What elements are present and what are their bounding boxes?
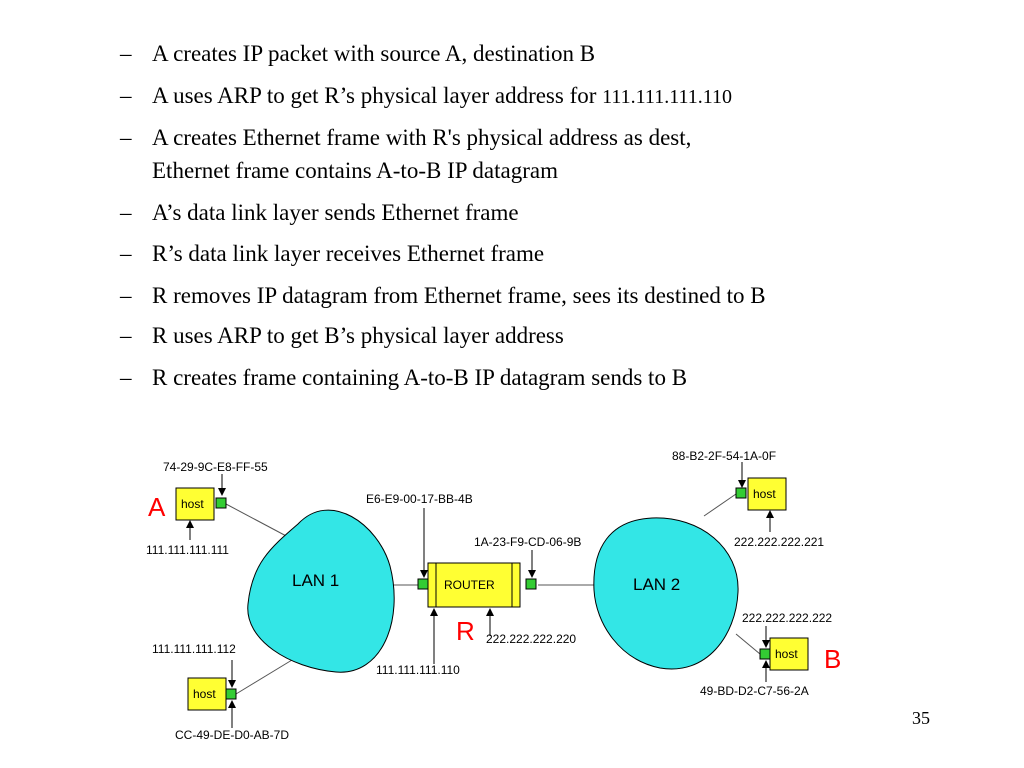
host-b-mac-label: 49-BD-D2-C7-56-2A xyxy=(700,684,809,698)
bullet-dash: – xyxy=(120,41,132,66)
bullet-list: – A creates IP packet with source A, des… xyxy=(120,41,766,390)
bullet-text: R uses ARP to get B’s physical layer add… xyxy=(152,323,564,348)
bullet-text: A creates Ethernet frame with R's physic… xyxy=(152,125,692,150)
link-lan2-host-b xyxy=(735,633,761,655)
bullet-text-line2: Ethernet frame contains A-to-B IP datagr… xyxy=(152,158,558,183)
node-letters: A R B xyxy=(148,492,841,674)
host-b-box xyxy=(769,637,809,671)
bullet-dash: – xyxy=(120,125,132,150)
host-b-ip-label: 222.222.222.222 xyxy=(742,611,832,625)
host-lan2-upper-label: host xyxy=(753,487,776,501)
router-lan1-mac-label: E6-E9-00-17-BB-4B xyxy=(366,492,473,506)
router-interface-lan1 xyxy=(417,578,429,590)
host-a-ip-label: 111.111.111.111 xyxy=(146,543,229,557)
bullet-text: A’s data link layer sends Ethernet frame xyxy=(152,200,519,225)
bullet-dash: – xyxy=(120,83,132,108)
router-label: ROUTER xyxy=(444,578,495,592)
page-number: 35 xyxy=(912,708,930,728)
host-lan2-upper-box xyxy=(747,477,787,511)
host-a-interface xyxy=(215,497,227,509)
host-a-mac-label: 74-29-9C-E8-FF-55 xyxy=(163,460,268,474)
host-a-label: host xyxy=(181,497,204,511)
bullet-text: R’s data link layer receives Ethernet fr… xyxy=(152,241,545,266)
link-host-lower-lan1 xyxy=(235,659,293,695)
annotation-arrows xyxy=(186,462,774,728)
link-lan2-host-upper xyxy=(703,493,737,517)
bullet-text: R removes IP datagram from Ethernet fram… xyxy=(152,283,766,308)
router-interface-lan2 xyxy=(525,578,537,590)
bullet-ip-address: 111.111.111.110 xyxy=(602,86,732,108)
lan1-label: LAN 1 xyxy=(292,571,339,590)
lan2-cloud xyxy=(593,517,739,670)
host-b: host xyxy=(759,637,809,671)
host-b-label: host xyxy=(775,647,798,661)
host-upper-ip-label: 222.222.222.221 xyxy=(734,535,824,549)
router-body xyxy=(427,562,521,608)
bullet-dash: – xyxy=(120,241,132,266)
host-b-interface xyxy=(759,648,771,660)
link-lines xyxy=(225,493,761,695)
bullet-dash: – xyxy=(120,365,132,390)
address-labels: 74-29-9C-E8-FF-55 111.111.111.111 E6-E9-… xyxy=(146,449,832,742)
host-lan1-lower-interface xyxy=(225,688,237,700)
host-lan2-upper-interface xyxy=(735,487,747,499)
host-lower-mac-label: CC-49-DE-D0-AB-7D xyxy=(175,728,289,742)
host-upper-mac-label: 88-B2-2F-54-1A-0F xyxy=(672,449,776,463)
bullet-text: R creates frame containing A-to-B IP dat… xyxy=(152,365,688,390)
bullet-text: A uses ARP to get R’s physical layer add… xyxy=(152,83,603,108)
lan1-cloud xyxy=(247,509,395,673)
router-lan2-mac-label: 1A-23-F9-CD-06-9B xyxy=(474,535,581,549)
bullet-text: A creates IP packet with source A, desti… xyxy=(152,41,596,66)
node-letter-a: A xyxy=(148,492,166,522)
router: ROUTER xyxy=(417,562,537,608)
bullet-dash: – xyxy=(120,323,132,348)
link-host-a-lan1 xyxy=(225,503,291,539)
host-lan1-lower-box xyxy=(187,677,227,711)
node-letter-b: B xyxy=(824,644,841,674)
bullet-dash: – xyxy=(120,200,132,225)
host-lan2-upper: host xyxy=(735,477,787,511)
router-lan2-ip-label: 222.222.222.220 xyxy=(486,632,576,646)
node-letter-r: R xyxy=(456,616,475,646)
host-a-box xyxy=(175,487,215,521)
host-lan1-lower-label: host xyxy=(193,687,216,701)
router-lan1-ip-label: 111.111.111.110 xyxy=(376,663,460,677)
host-lan1-lower: host xyxy=(187,677,237,711)
lan2-label: LAN 2 xyxy=(633,575,680,594)
host-a: host xyxy=(175,487,227,521)
host-lower-ip-label: 111.111.111.112 xyxy=(152,642,236,656)
bullet-dash: – xyxy=(120,283,132,308)
